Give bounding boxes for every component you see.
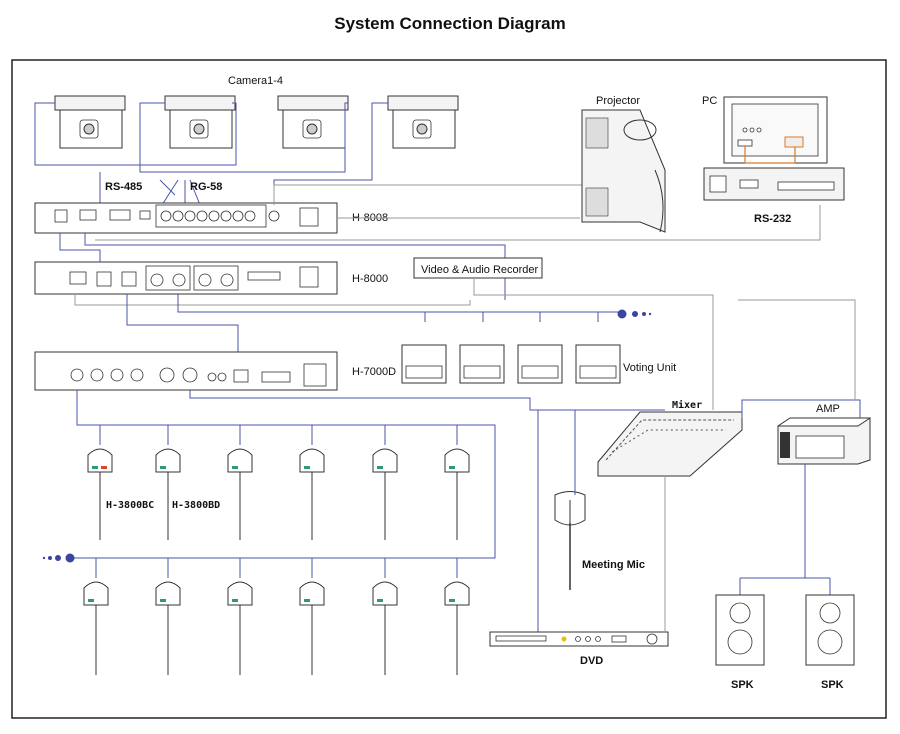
h7000d-unit — [34, 351, 338, 391]
delegate-mic-r2-6 — [444, 558, 470, 675]
diagram-title: System Connection Diagram — [334, 14, 566, 33]
meeting-mic-label: Meeting Mic — [582, 559, 645, 571]
mixer-amp-wire — [741, 399, 861, 418]
recorder-label: Video & Audio Recorder — [421, 264, 539, 276]
pc-device — [703, 96, 845, 201]
h8008-h8000-wire — [59, 233, 101, 262]
h7000d-mixer-wire — [189, 390, 665, 411]
chairman-mic — [87, 425, 113, 540]
delegate-mic-r1-3 — [227, 425, 253, 540]
h8000-unit — [34, 261, 338, 295]
bus-dot-large — [617, 309, 627, 319]
voting-unit-4 — [575, 344, 621, 384]
h8000-label: H-8000 — [352, 273, 388, 285]
rg58-label: RG-58 — [190, 181, 222, 193]
bus-dot-tiny — [648, 312, 652, 316]
delegate-mic-r1-6 — [444, 425, 470, 540]
voting-bus — [177, 294, 620, 313]
h8000-wire — [74, 294, 471, 306]
bus-end-dots — [42, 553, 75, 563]
h8008-pc-wire — [95, 205, 821, 241]
delegate-mic-r2-5 — [372, 558, 398, 675]
mic-bus-wire — [70, 390, 496, 559]
camera-wire-2 — [139, 102, 348, 173]
rg58-wires — [159, 179, 201, 206]
amp-aux-wire — [738, 299, 856, 400]
h8008-unit — [34, 202, 338, 234]
amp-device — [777, 417, 871, 465]
speaker-left — [715, 594, 765, 666]
voting-unit-2 — [459, 344, 505, 384]
delegate-mic-r2-3 — [227, 558, 253, 675]
h8000-h7000d-wire — [126, 294, 239, 365]
meeting-mic-device — [554, 491, 586, 590]
mic-row-2 — [83, 558, 470, 675]
projector-label: Projector — [596, 95, 640, 107]
amp-label: AMP — [816, 403, 840, 415]
voting-unit-3 — [517, 344, 563, 384]
pc-internal-wire — [744, 146, 796, 164]
delegate-mic-r2-1 — [83, 558, 109, 675]
voting-drops — [424, 312, 599, 322]
dvd-label: DVD — [580, 655, 603, 667]
delegate-mic-r1-2 — [155, 425, 181, 540]
dvd-device — [489, 631, 669, 647]
camera-4 — [387, 95, 459, 149]
camera-wire-1 — [34, 102, 237, 166]
delegate-mic-r2-4 — [299, 558, 325, 675]
recorder-box — [413, 257, 543, 279]
bus-dot-mid — [632, 311, 638, 317]
camera-1 — [54, 95, 126, 149]
h8008-projector-wire — [273, 184, 592, 205]
mixer-label: Mixer — [672, 399, 702, 411]
pc-label: PC — [702, 95, 717, 107]
projector-device — [581, 109, 666, 233]
camera-2 — [164, 95, 236, 149]
mixer-device — [597, 411, 743, 477]
voting-label: Voting Unit — [623, 362, 676, 374]
camera-group — [54, 95, 459, 149]
speaker-right — [805, 594, 855, 666]
speaker-left-label: SPK — [731, 679, 754, 691]
camera-3 — [277, 95, 349, 149]
voting-unit-group — [401, 309, 652, 384]
recorder-mixer-wire — [473, 278, 714, 410]
voting-unit-1 — [401, 344, 447, 384]
amp-speaker-wire — [739, 464, 831, 595]
cameras-label: Camera1-4 — [228, 75, 283, 87]
mic-row-1 — [87, 425, 470, 540]
rs232-label: RS-232 — [754, 213, 791, 225]
h7000d-label: H-7000D — [352, 366, 396, 378]
delegate-mic-label: H-3800BD — [172, 500, 220, 511]
delegate-mic-r1-5 — [372, 425, 398, 540]
chairman-mic-label: H-3800BC — [106, 500, 154, 511]
diagram-frame — [11, 59, 887, 719]
delegate-mic-r1-4 — [299, 425, 325, 540]
bus-dot-small — [642, 312, 646, 316]
speaker-right-label: SPK — [821, 679, 844, 691]
delegate-mic-r2-2 — [155, 558, 181, 675]
rs485-label: RS-485 — [105, 181, 142, 193]
